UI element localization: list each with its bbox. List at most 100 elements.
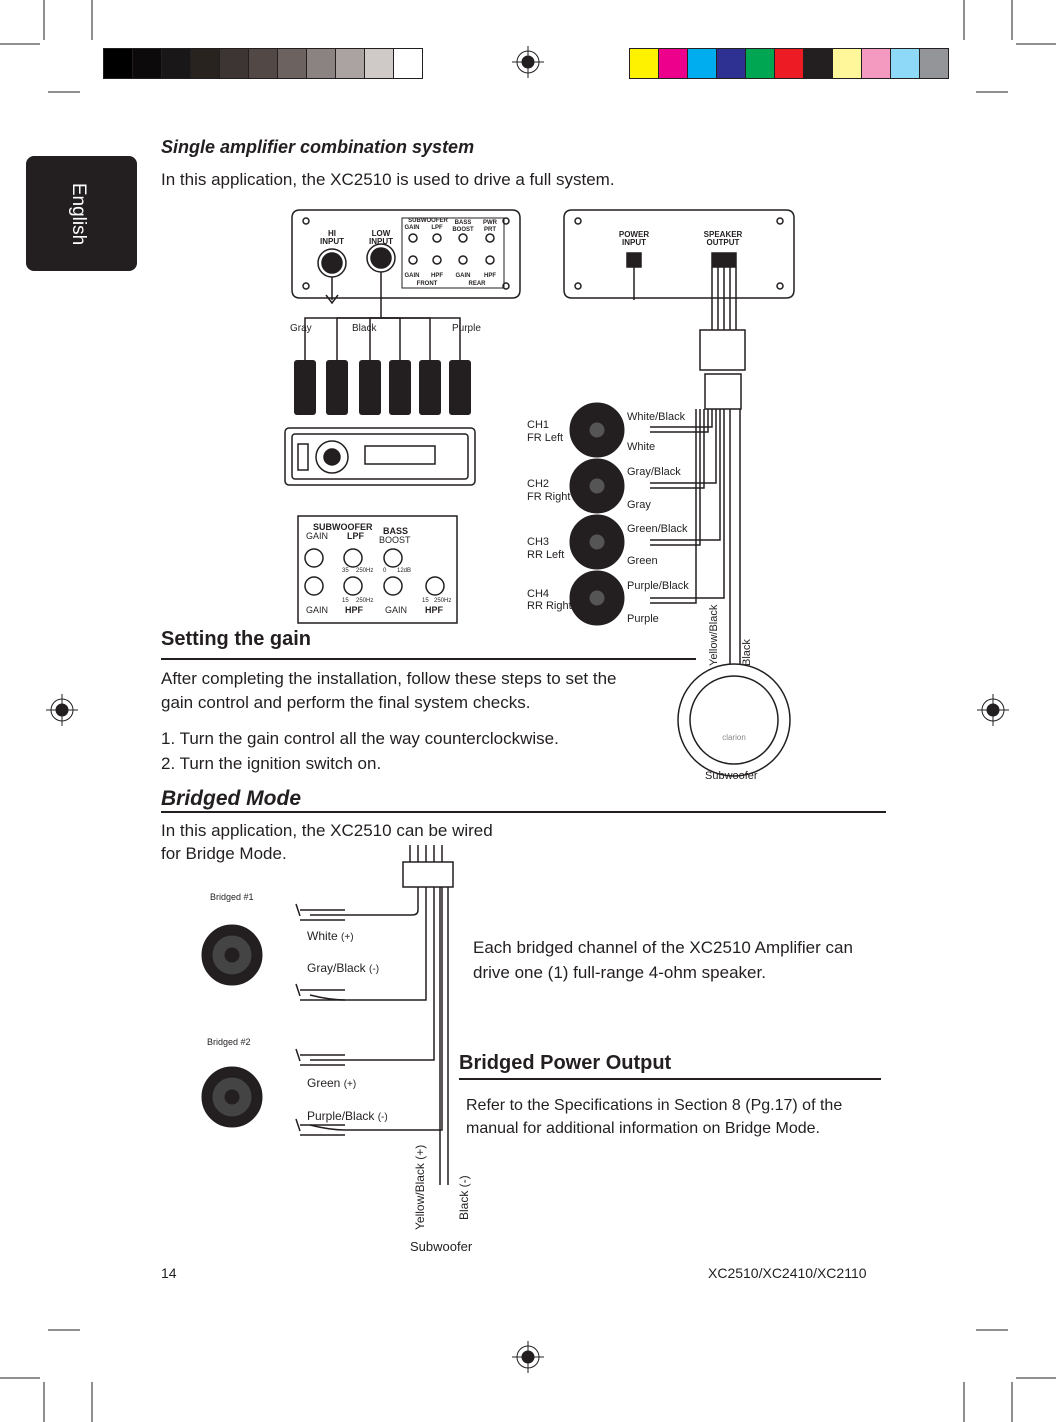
speaker-output-label-1: SPEAKER [704,230,743,239]
gain-paragraph-line-1: After completing the installation, follo… [161,669,617,688]
ch3-wire-neg: Green/Black [627,523,688,535]
panel-gain-front-label: GAIN [306,605,328,615]
power-output-rule [459,1078,881,1080]
bridged-intro-line-2: for Bridge Mode. [161,844,287,863]
gain-step-2: 2. Turn the ignition switch on. [161,754,382,773]
bridged-wire-purpleblack-name: Purple/Black [307,1109,375,1123]
cable-gray-label: Gray [290,323,312,334]
bridged-desc-line-1: Each bridged channel of the XC2510 Ampli… [473,938,853,957]
amp-pwr-label: PWR [483,220,498,226]
amp-lpf-label: LPF [431,225,443,231]
amp-gain-label: GAIN [405,225,420,231]
color-swatch [919,48,949,79]
hi-input-label-2: INPUT [320,237,344,246]
cable-black-label: Black [352,323,377,334]
ch1-label: CH1 [527,419,550,431]
panel-lpf-label: LPF [347,531,365,541]
ch2-wire-pos: Gray [627,499,651,511]
panel-gain-label: GAIN [306,531,328,541]
control-panel-detail [297,515,458,624]
power-output-line-2: manual for additional information on Bri… [466,1120,820,1137]
speaker-harness [633,267,746,660]
hi-input-label-1: HI [328,229,336,238]
ch4-position: RR Right [527,600,572,612]
color-swatch [190,48,220,79]
amp-boost-label: BOOST [452,227,474,233]
panel-gain-rear-label: GAIN [385,605,407,615]
amp-front-label: FRONT [417,281,438,287]
color-swatch [687,48,717,79]
bridged-desc-line-2: drive one (1) full-range 4-ohm speaker. [473,963,766,982]
power-input-label-1: POWER [619,230,649,239]
bridged-harness [295,845,454,1185]
panel-boost-label: BOOST [379,535,411,545]
ch2-wire-neg: Gray/Black [627,466,681,478]
bridged-wire-green-name: Green [307,1076,341,1090]
ch3-label: CH3 [527,536,550,548]
head-unit [284,427,476,486]
amp-hpf-rear-label: HPF [484,273,496,279]
rca-cables [304,272,461,360]
section-title-gain: Setting the gain [161,628,311,650]
panel-tick-35: 35 [342,568,349,574]
sub-wire-black-label: Black [741,639,753,666]
panel-subwoofer-label: SUBWOOFER [313,522,373,532]
bridged-intro-line-1: In this application, the XC2510 can be w… [161,821,493,840]
low-input-label-2: INPUT [369,237,393,246]
bridged-1-label: Bridged #1 [210,892,254,902]
color-swatch [335,48,365,79]
color-swatch [861,48,891,79]
ch1-wire-pos: White [627,441,656,453]
bridged-wire-white: White (+) [307,929,354,943]
panel-hpf-front-label: HPF [345,605,364,615]
color-swatch [248,48,278,79]
section-title-power-output: Bridged Power Output [459,1052,672,1074]
color-swatch [132,48,162,79]
panel-tick-0: 0 [383,568,387,574]
cable-purple-label: Purple [452,323,481,334]
panel-tick-250hz-1: 250Hz [356,568,373,574]
subwoofer-speaker [677,660,791,777]
subwoofer-label-1: Subwoofer [705,770,758,782]
ch2-label: CH2 [527,478,550,490]
sub-wire-yellow-black-label: Yellow/Black [708,604,720,666]
bridged-subwoofer-label: Subwoofer [410,1239,473,1254]
color-swatch [277,48,307,79]
panel-bass-label: BASS [383,526,408,536]
registration-mark-bottom [512,1341,544,1373]
color-swatch [745,48,775,79]
color-swatch [774,48,804,79]
ch3-wire-pos: Green [627,555,658,567]
color-swatch [219,48,249,79]
amp-prt-label: PRT [484,227,496,233]
registration-mark-top [512,46,544,78]
page-number: 14 [161,1265,177,1281]
section-title-bridged: Bridged Mode [161,787,301,810]
power-input-label-2: INPUT [622,238,646,247]
color-swatch [629,48,659,79]
section-intro-single-amp: In this application, the XC2510 is used … [161,170,615,189]
bridged-wire-white-polarity: (+) [341,932,354,943]
amplifier-input-panel [291,209,521,299]
bridged-wire-white-name: White [307,929,338,943]
speaker-output-label-2: OUTPUT [707,238,740,247]
bridged-wire-grayblack-polarity: (-) [369,964,380,975]
ch4-wire-neg: Purple/Black [627,580,689,592]
amp-hpf-front-label: HPF [431,273,443,279]
language-tab: English [26,156,137,271]
bridged-wire-grayblack: Gray/Black (-) [307,961,379,975]
power-output-line-1: Refer to the Specifications in Section 8… [466,1097,843,1114]
bridged-sub-wire-black-label: Black (-) [457,1175,471,1220]
amp-bass-label: BASS [455,220,472,226]
registration-mark-left [46,694,78,726]
panel-tick-15-1: 15 [342,598,349,604]
color-swatch [364,48,394,79]
amp-gain-rear-label: GAIN [456,273,471,279]
amp-subwoofer-label: SUBWOOFER [408,218,448,224]
subwoofer-brand-logo: clarion [722,733,746,742]
bridged-wire-grayblack-name: Gray/Black [307,961,366,975]
bridged-wire-green: Green (+) [307,1076,356,1090]
ch1-position: FR Left [527,432,564,444]
